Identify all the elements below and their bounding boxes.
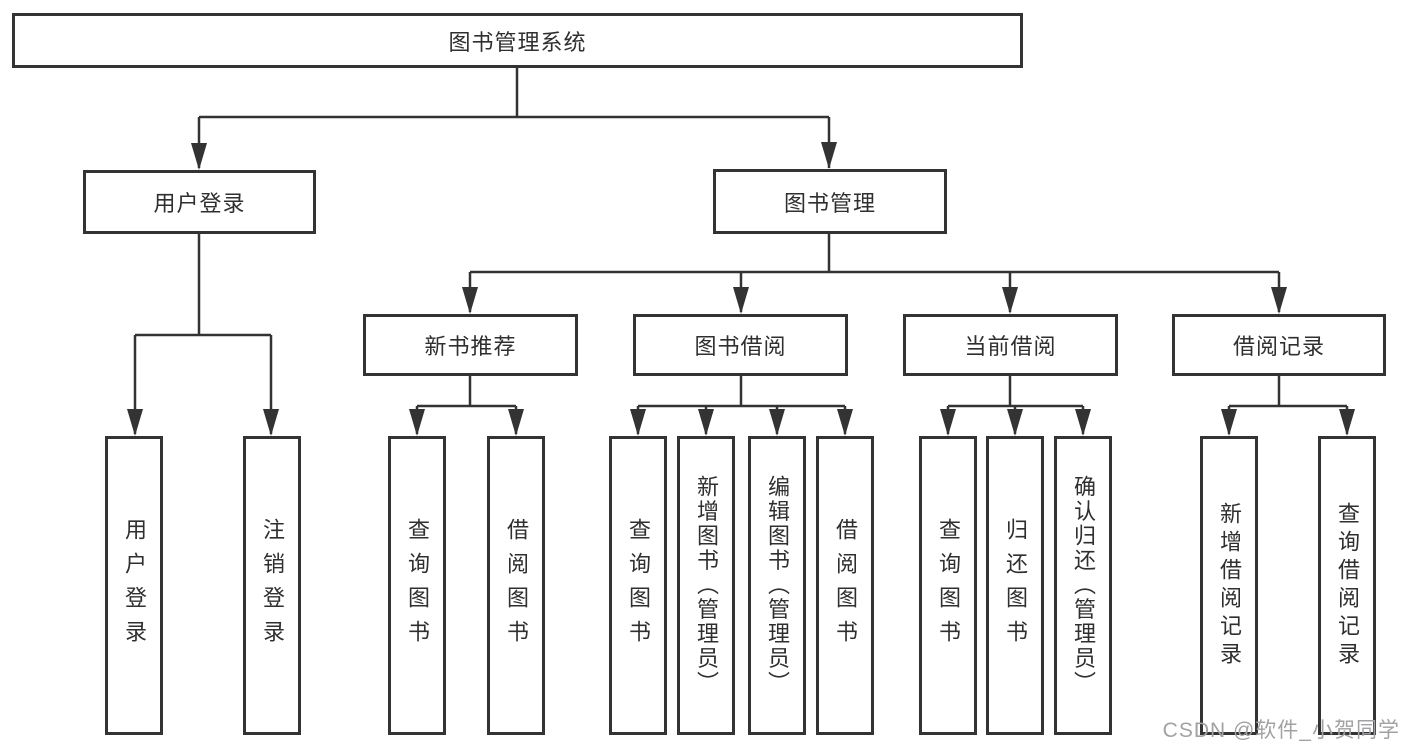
connector-new-book-children: [415, 376, 518, 434]
leaf-return-books: 归还图书: [986, 436, 1044, 735]
leaf-query-borrow-record: 查询借阅记录: [1318, 436, 1376, 735]
connector-current-borrowing-children: [946, 376, 1085, 434]
leaf-edit-books-admin: 编辑图书（管理员）: [748, 436, 806, 735]
leaf-add-borrow-record: 新增借阅记录: [1200, 436, 1258, 735]
node-borrowing-records: 借阅记录: [1172, 314, 1386, 376]
connector-book-borrowing-children: [636, 376, 847, 434]
connector-book-management-children: [468, 234, 1281, 312]
node-book-borrowing: 图书借阅: [633, 314, 848, 376]
leaf-logout: 注销登录: [243, 436, 301, 735]
connector-root-to-level2: [197, 68, 831, 168]
leaf-query-books-recommend: 查询图书: [388, 436, 446, 735]
connector-borrowing-records-children: [1227, 376, 1349, 434]
leaf-user-login: 用户登录: [105, 436, 163, 735]
leaf-query-books-borrowing: 查询图书: [609, 436, 667, 735]
node-current-borrowing: 当前借阅: [903, 314, 1118, 376]
node-library-management-system: 图书管理系统: [12, 13, 1023, 68]
connector-user-login-children: [133, 234, 273, 434]
node-user-login: 用户登录: [83, 170, 316, 234]
leaf-borrow-books-borrowing: 借阅图书: [816, 436, 874, 735]
node-book-management: 图书管理: [713, 169, 947, 234]
node-new-book-recommend: 新书推荐: [363, 314, 578, 376]
leaf-confirm-return-admin: 确认归还（管理员）: [1054, 436, 1112, 735]
csdn-watermark: CSDN @软件_小贺同学: [1162, 719, 1400, 742]
leaf-add-books-admin: 新增图书（管理员）: [677, 436, 735, 735]
leaf-query-books-current: 查询图书: [919, 436, 977, 735]
leaf-borrow-books-recommend: 借阅图书: [487, 436, 545, 735]
